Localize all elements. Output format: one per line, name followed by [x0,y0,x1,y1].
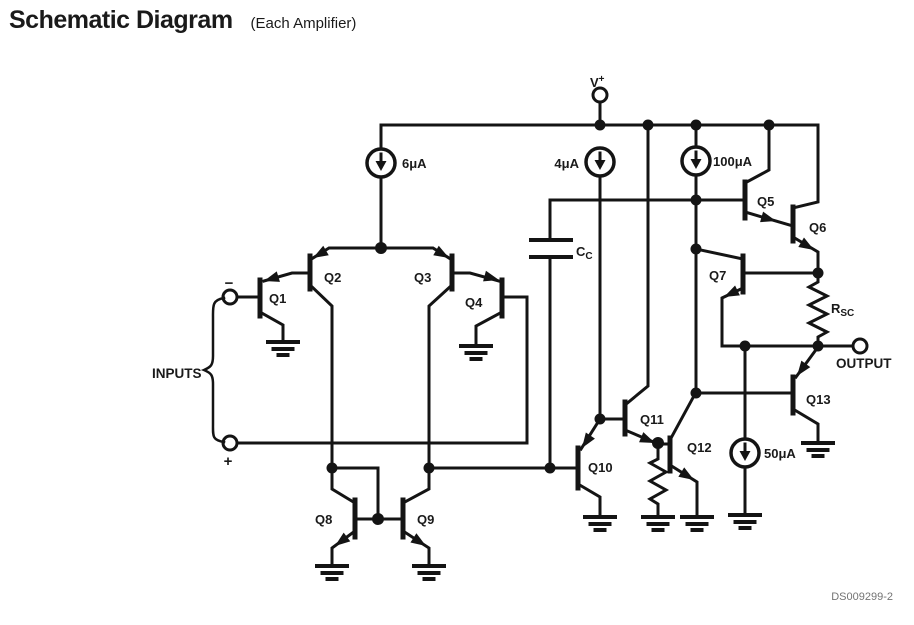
q9-label: Q9 [417,512,434,527]
current-arrow-down [739,451,751,461]
ground-q1 [266,340,300,357]
transistor-q5: Q5 [742,179,776,223]
ground-q10 [583,515,617,532]
q6-label: Q6 [809,220,826,235]
q13-emitter-arrow [797,360,811,376]
q10-label: Q10 [588,460,613,475]
transistor-q1: Q1 [257,271,286,319]
inputs-label: INPUTS [152,366,202,381]
ground-q12 [680,515,714,532]
q11-label: Q11 [640,412,664,427]
capacitor-cc: CC [529,238,593,262]
ground-q8 [315,564,349,581]
transistor-q6: Q6 [790,204,826,250]
vplus-terminal: V+ [590,74,609,104]
q1-emitter-arrow [264,271,280,282]
current-source-50ua: 50μA [729,437,796,469]
current-arrow-down [594,160,606,170]
q4-emitter-arrow [483,270,499,282]
output-terminal: OUTPUT [836,337,892,371]
q8-label: Q8 [315,512,332,527]
output-label: OUTPUT [836,356,892,371]
current-source-100ua: 100μA [680,145,753,177]
wires [235,100,855,568]
q3-emitter-arrow [433,245,449,258]
rsc-label: RSC [831,301,854,319]
transistor-q10: Q10 [575,432,613,491]
page-title: Schematic Diagram [9,6,233,34]
q8-emitter-arrow [335,532,351,546]
transistor-q2: Q2 [307,245,341,292]
junction-dots [326,119,824,525]
transistor-q13: Q13 [790,360,831,416]
current-4ua-label: 4μA [554,156,579,171]
transistor-q11: Q11 [622,399,664,443]
resistor-rsc: RSC [805,271,854,348]
transistor-q4: Q4 [465,270,505,319]
transistor-q12: Q12 [667,435,712,480]
q7-emitter-arrow [724,285,740,297]
plus-sign: + [224,453,233,470]
ground-q4 [459,344,493,361]
q13-label: Q13 [806,392,831,407]
q12-emitter-arrow [678,467,694,480]
q10-emitter-arrow [582,432,595,448]
q2-label: Q2 [324,270,341,285]
transistor-q3: Q3 [414,245,455,292]
current-arrow-down [375,161,387,171]
current-50ua-label: 50μA [764,446,796,461]
page-subtitle: (Each Amplifier) [250,15,357,32]
q7-label: Q7 [709,268,726,283]
inverting-input-terminal: − [221,275,239,306]
transistor-q8: Q8 [315,497,358,546]
q5-label: Q5 [757,194,774,209]
ground-resistor [641,515,675,532]
ground-symbols [266,340,835,581]
q5-emitter-arrow [760,211,776,223]
current-arrow-down [690,159,702,169]
ground-q13 [801,441,835,458]
ground-50ua [728,513,762,530]
current-source-4ua: 4μA [554,146,616,178]
resistor-q11-emitter [646,441,670,519]
q12-label: Q12 [687,440,712,455]
titlebar: Schematic Diagram (Each Amplifier) [9,6,356,35]
q4-label: Q4 [465,295,483,310]
current-100ua-label: 100μA [713,154,753,169]
transistor-q9: Q9 [400,497,434,546]
current-source-6ua: 6μA [365,147,427,179]
q6-emitter-arrow [798,237,814,250]
inputs-brace [200,296,226,444]
cc-label: CC [576,244,593,262]
vplus-label: V+ [590,74,605,90]
minus-sign: − [225,275,234,292]
transistor-q7: Q7 [709,253,746,297]
q11-emitter-arrow [639,432,655,443]
current-6ua-label: 6μA [402,156,427,171]
inputs-group: INPUTS [152,296,226,444]
doc-code: DS009299-2 [831,591,893,603]
q1-label: Q1 [269,291,286,306]
q2-emitter-arrow [313,245,329,258]
q3-label: Q3 [414,270,431,285]
q9-emitter-arrow [410,533,426,546]
ground-q9 [412,564,446,581]
